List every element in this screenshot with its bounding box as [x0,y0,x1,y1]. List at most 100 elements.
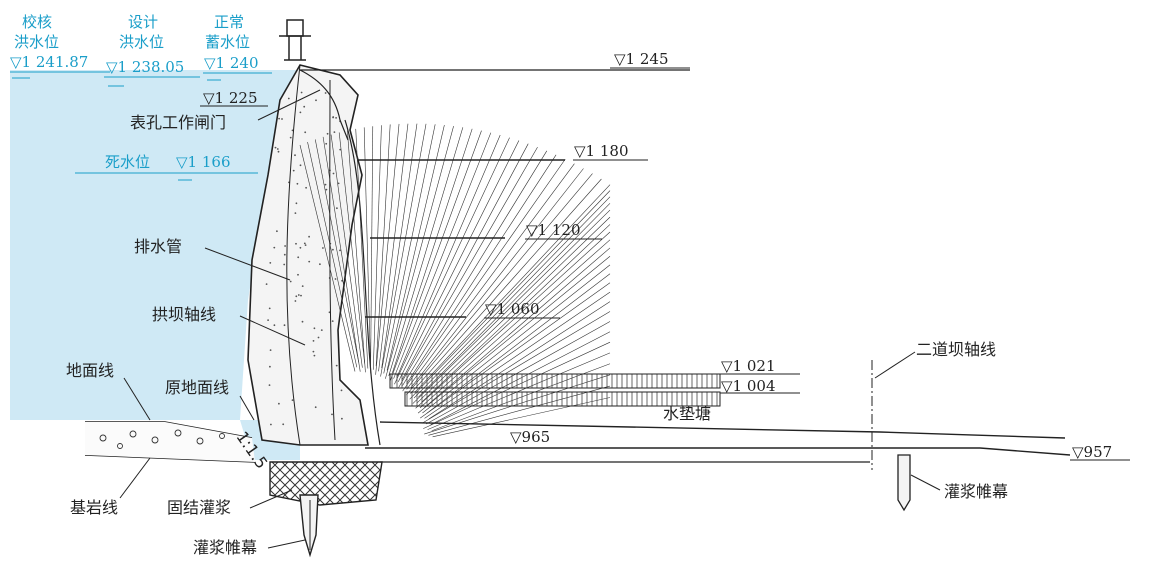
arch-dam-body [247,64,369,446]
concrete-dot [303,105,306,108]
slope-hatch-line [392,128,473,374]
slope-hatch-line [401,143,529,380]
concrete-dot [295,295,298,298]
concrete-dot [277,150,280,153]
concrete-dot [289,280,292,283]
slope-hatch-line [393,132,492,379]
slope-hatch-line [412,209,611,404]
concrete-dot [303,242,306,245]
elev-1004: ▽1 004 [721,377,776,395]
concrete-dot [265,283,268,285]
label-bedrock: 基岩线 [70,498,118,517]
reservoir-water [10,70,300,420]
label-arch-axis: 拱坝轴线 [152,305,216,324]
grout-curtain-right [897,454,911,512]
concrete-dot [299,164,302,167]
concrete-dot [294,300,297,302]
elev-965: ▽965 [510,428,550,446]
slope-hatch-line [380,123,427,377]
slope-hatch-line [417,256,611,414]
concrete-dot [295,242,297,245]
slope-hatch-line [314,139,360,364]
concrete-dot [268,307,271,310]
concrete-dot [319,263,321,266]
concrete-dot [331,320,334,322]
slope-hatch-line [410,168,584,388]
normal-level-line2: 蓄水位 [205,33,250,51]
concrete-dot [295,202,298,205]
concrete-dot [300,294,302,297]
concrete-dot [267,319,269,321]
elev-crest: ▽1 245 [614,50,669,68]
concrete-dot [281,118,283,120]
slope-hatch-line [426,273,611,414]
slope-hatch-line [388,127,464,376]
concrete-dot [339,148,342,151]
normal-level-line1: 正常 [214,13,244,31]
concrete-dot [339,249,341,252]
stilling-band-upper [389,373,721,389]
slope-hatch-line [338,132,365,364]
arch-axis-line [286,64,301,446]
slope-hatch-line [307,142,358,368]
concrete-dot [333,131,336,134]
design-flood-line2: 洪水位 [119,33,164,51]
label-secondary-dam-axis: 二道坝轴线 [916,340,996,359]
concrete-dot [278,402,280,405]
adits [358,159,565,318]
concrete-dot [274,146,277,149]
label-ground-line: 地面线 [66,361,114,380]
concrete-dot [326,132,329,135]
concrete-dot [325,142,328,145]
slope-hatch-line [422,264,611,414]
gravel-texture [99,429,225,449]
concrete-dot [282,423,285,426]
concrete-dot [313,327,316,330]
concrete-dot [340,389,343,392]
slope-hatch-line [299,144,356,372]
slope-hatch-line [330,134,363,368]
pool-floor [365,447,1071,456]
downstream-face [344,119,381,446]
water-level-labels: 校核 洪水位 ▽1 241.87 设计 洪水位 ▽1 238.05 正常 蓄水位… [10,13,272,181]
concrete-dot [305,186,307,189]
concrete-dot [320,329,323,331]
label-plunge-pool: 水垫塘 [663,404,711,423]
concrete-dot [314,406,317,409]
concrete-dot [276,230,278,233]
slope-hatch-line [375,124,391,367]
label-grout-curtain-left: 灌浆帷幕 [193,538,257,557]
slope-hatch-line [410,178,602,394]
slope-hatch-line [397,140,520,383]
concrete-dot [334,278,337,280]
concrete-dot [328,311,331,314]
elev-1021: ▽1 021 [721,357,776,375]
elev-1060: ▽1 060 [485,300,540,318]
slope-hatch-line [414,184,611,393]
elev-957: ▽957 [1072,443,1112,461]
elev-1225: ▽1 225 [203,89,258,107]
slope-hatch-line [372,125,382,370]
concrete-dot [297,273,299,276]
concrete-dot [297,256,300,259]
grout-curtain-left [299,494,319,558]
design-flood-elev: ▽1 238.05 [106,58,184,76]
concrete-dot [332,248,334,251]
slope-hatch-line [402,158,566,392]
label-drain-pipe: 排水管 [134,237,182,256]
slope-hatch-line [322,136,361,372]
concrete-dot [331,413,333,416]
concrete-dot [324,183,327,186]
concrete-dot [301,320,304,323]
concrete-dot [289,136,292,139]
slope-hatch-line [381,123,418,369]
concrete-dot [291,399,294,401]
concrete-dot [268,384,271,386]
slope-hatch-line [363,127,371,365]
concrete-dot [291,129,294,132]
slope-hatch-line [406,173,593,396]
slope-hatch-line [406,154,557,384]
concrete-dot [294,154,296,157]
slope-hatch-line [421,224,611,403]
concrete-dot [341,417,343,420]
